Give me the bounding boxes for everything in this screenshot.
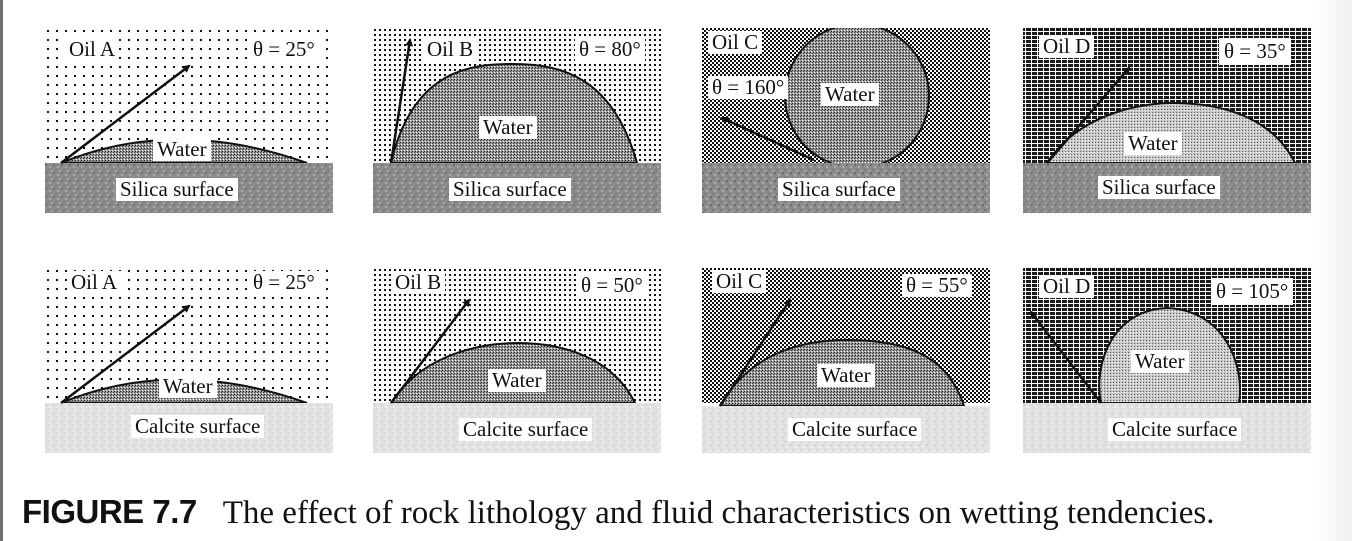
figure-caption: FIGURE 7.7 The effect of rock lithology a… [22, 492, 1215, 533]
panel-illustration [373, 28, 661, 213]
surface-label: Silica surface [116, 178, 238, 201]
page-edge-rule [0, 0, 3, 541]
contact-angle-label: θ = 35° [1219, 38, 1291, 65]
water-label: Water [817, 364, 875, 387]
contact-angle-arrow [1046, 66, 1131, 164]
contact-angle-label: θ = 105° [1211, 278, 1294, 305]
surface-label: Silica surface [1098, 176, 1220, 199]
oil-label: Oil B [391, 271, 446, 294]
surface-label: Calcite surface [131, 415, 265, 438]
water-label: Water [821, 83, 879, 106]
panel-calcite-oil-c: Oil C θ = 55° Water Calcite surface [702, 268, 990, 453]
surface-label: Calcite surface [1108, 418, 1242, 441]
water-label: Water [1124, 132, 1182, 155]
panel-silica-oil-b: Oil B θ = 80° Water Silica surface [373, 28, 661, 213]
contact-angle-label: θ = 55° [902, 274, 972, 297]
panel-silica-oil-c: Oil C θ = 160° Water Silica surface [702, 28, 990, 213]
oil-label: Oil A [65, 38, 120, 61]
contact-angle-arrow [389, 38, 414, 164]
water-label: Water [159, 375, 217, 398]
surface-label: Silica surface [778, 178, 900, 201]
surface-label: Silica surface [449, 178, 571, 201]
contact-angle-arrow [720, 116, 815, 162]
contact-angle-label: θ = 50° [577, 274, 647, 297]
figure-number: FIGURE 7.7 [22, 493, 197, 530]
figure-caption-text: The effect of rock lithology and fluid c… [222, 495, 1215, 531]
contact-angle-label: θ = 25° [249, 38, 319, 61]
panel-calcite-oil-b: Oil B θ = 50° Water Calcite surface [373, 268, 661, 453]
contact-angle-label: θ = 25° [249, 271, 319, 294]
contact-angle-arrow [60, 304, 191, 404]
contact-angle-arrow [1029, 310, 1102, 404]
surface-label: Calcite surface [459, 418, 593, 441]
contact-angle-arrow [60, 64, 191, 164]
contact-angle-arrow [390, 298, 471, 404]
oil-label: Oil C [712, 270, 767, 293]
contact-angle-label: θ = 80° [575, 38, 645, 61]
water-label: Water [488, 369, 546, 392]
panel-calcite-oil-a: Oil A θ = 25° Water Calcite surface [45, 268, 333, 453]
water-label: Water [1131, 350, 1189, 373]
page-edge-shadow [1312, 0, 1352, 541]
oil-label: Oil A [67, 271, 122, 294]
oil-label: Oil C [708, 31, 763, 54]
panel-calcite-oil-d: Oil D θ = 105° Water Calcite surface [1023, 268, 1311, 453]
oil-label: Oil B [423, 38, 478, 61]
oil-label: Oil D [1039, 35, 1095, 58]
panel-silica-oil-a: Oil A θ = 25° Water Silica surface [45, 28, 333, 213]
surface-label: Calcite surface [788, 418, 922, 441]
water-label: Water [153, 138, 211, 161]
water-droplet [389, 62, 639, 164]
panel-silica-oil-d: Oil D θ = 35° Water Silica surface [1023, 28, 1311, 213]
water-label: Water [479, 116, 537, 139]
oil-label: Oil D [1039, 275, 1095, 298]
contact-angle-arrow [718, 298, 792, 407]
contact-angle-label: θ = 160° [708, 76, 789, 99]
